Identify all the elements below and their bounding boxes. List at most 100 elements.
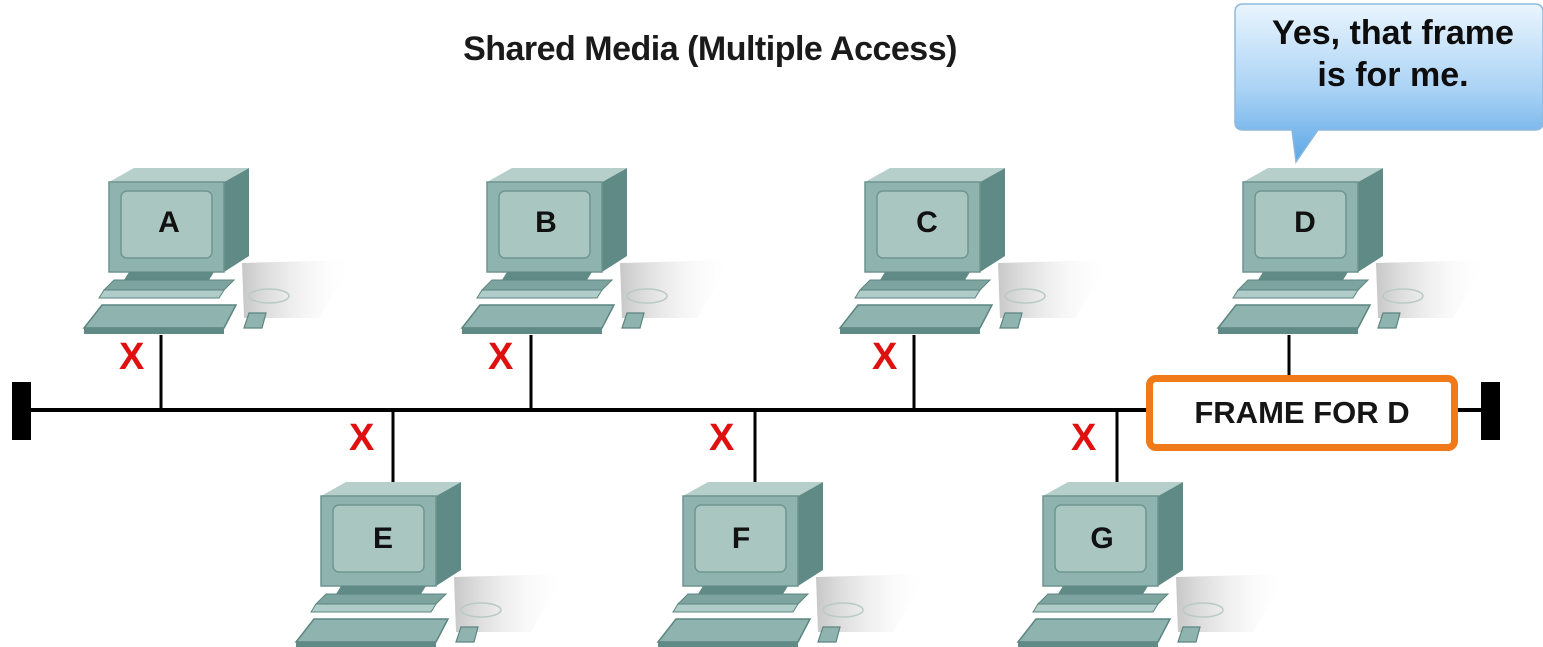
host-label-f: F — [731, 522, 751, 555]
monitor-top — [1043, 482, 1183, 496]
frame-box: FRAME FOR D — [1146, 375, 1458, 451]
monitor-top — [487, 168, 627, 182]
monitor-stand — [336, 586, 426, 594]
mouse-cable — [248, 288, 290, 304]
mouse-cable — [1382, 288, 1424, 304]
keyboard — [82, 304, 238, 329]
discard-mark-e: X — [349, 417, 375, 459]
monitor-screen — [694, 504, 787, 573]
monitor-side — [1158, 482, 1183, 586]
shadow — [998, 260, 1110, 318]
base-front — [98, 289, 225, 299]
base-front — [1032, 603, 1159, 613]
speech-bubble-line-2: is for me. — [1317, 56, 1469, 94]
speech-bubble-text: Yes, that frame is for me. — [1237, 12, 1543, 96]
monitor-stand — [124, 272, 214, 280]
mouse-cable — [1182, 602, 1224, 618]
host-label-d: D — [1294, 206, 1316, 239]
mouse-cable — [626, 288, 668, 304]
keyboard-edge — [840, 328, 980, 334]
base-front — [476, 289, 603, 299]
mouse — [1177, 626, 1201, 643]
discard-mark-a: X — [119, 336, 145, 378]
mouse-cable — [1004, 288, 1046, 304]
base-front — [310, 603, 437, 613]
monitor-screen — [1054, 504, 1147, 573]
monitor-side — [980, 168, 1005, 272]
shadow — [1376, 260, 1488, 318]
keyboard — [838, 304, 994, 329]
keyboard — [1216, 304, 1372, 329]
computer-icon-d — [1216, 168, 1488, 334]
frame-label: FRAME FOR D — [1194, 395, 1410, 430]
monitor-side — [602, 168, 627, 272]
keyboard-edge — [1018, 642, 1158, 647]
mouse — [621, 312, 645, 329]
base-front — [1232, 289, 1359, 299]
keyboard — [656, 618, 812, 643]
keyboard-edge — [296, 642, 436, 647]
monitor-screen — [332, 504, 425, 573]
monitor-side — [224, 168, 249, 272]
base-top — [102, 279, 236, 291]
monitor-stand — [1058, 586, 1148, 594]
shadow — [454, 574, 566, 632]
host-label-a: A — [158, 206, 180, 239]
base-top — [480, 279, 614, 291]
mouse — [455, 626, 479, 643]
bus-terminator-left — [12, 382, 31, 440]
monitor-top — [1243, 168, 1383, 182]
discard-mark-c: X — [872, 336, 898, 378]
speech-bubble — [1234, 3, 1543, 165]
mouse — [1377, 312, 1401, 329]
keyboard — [460, 304, 616, 329]
monitor-top — [321, 482, 461, 496]
discard-mark-g: X — [1071, 417, 1097, 459]
monitor-top — [865, 168, 1005, 182]
diagram-title: Shared Media (Multiple Access) — [463, 30, 957, 68]
discard-mark-f: X — [709, 417, 735, 459]
keyboard — [1016, 618, 1172, 643]
host-label-g: G — [1090, 522, 1114, 555]
mouse-cable — [460, 602, 502, 618]
base-front — [672, 603, 799, 613]
computer-icon-c — [838, 168, 1110, 334]
shadow — [1176, 574, 1288, 632]
monitor-screen — [120, 190, 213, 259]
monitor-side — [1358, 168, 1383, 272]
mouse — [999, 312, 1023, 329]
keyboard-edge — [84, 328, 224, 334]
keyboard — [294, 618, 450, 643]
speech-bubble-line-1: Yes, that frame — [1272, 14, 1514, 52]
monitor-stand — [502, 272, 592, 280]
host-label-e: E — [372, 522, 393, 555]
keyboard-edge — [658, 642, 798, 647]
computer-icon-b — [460, 168, 732, 334]
base-top — [314, 593, 448, 605]
shadow — [620, 260, 732, 318]
computer-icon-a — [82, 168, 354, 334]
mouse — [817, 626, 841, 643]
computer-icon-f — [656, 482, 928, 647]
monitor-top — [109, 168, 249, 182]
host-label-c: C — [916, 206, 938, 239]
base-top — [858, 279, 992, 291]
monitor-screen — [498, 190, 591, 259]
computer-icon-g — [1016, 482, 1288, 647]
monitor-stand — [880, 272, 970, 280]
mouse-cable — [822, 602, 864, 618]
base-top — [1036, 593, 1170, 605]
discard-mark-b: X — [488, 336, 514, 378]
base-front — [854, 289, 981, 299]
monitor-side — [798, 482, 823, 586]
computer-icon-e — [294, 482, 566, 647]
monitor-top — [683, 482, 823, 496]
keyboard-edge — [462, 328, 602, 334]
mouse — [243, 312, 267, 329]
keyboard-edge — [1218, 328, 1358, 334]
host-label-b: B — [535, 206, 557, 239]
bus-terminator-right — [1481, 382, 1500, 440]
monitor-screen — [1254, 190, 1347, 259]
